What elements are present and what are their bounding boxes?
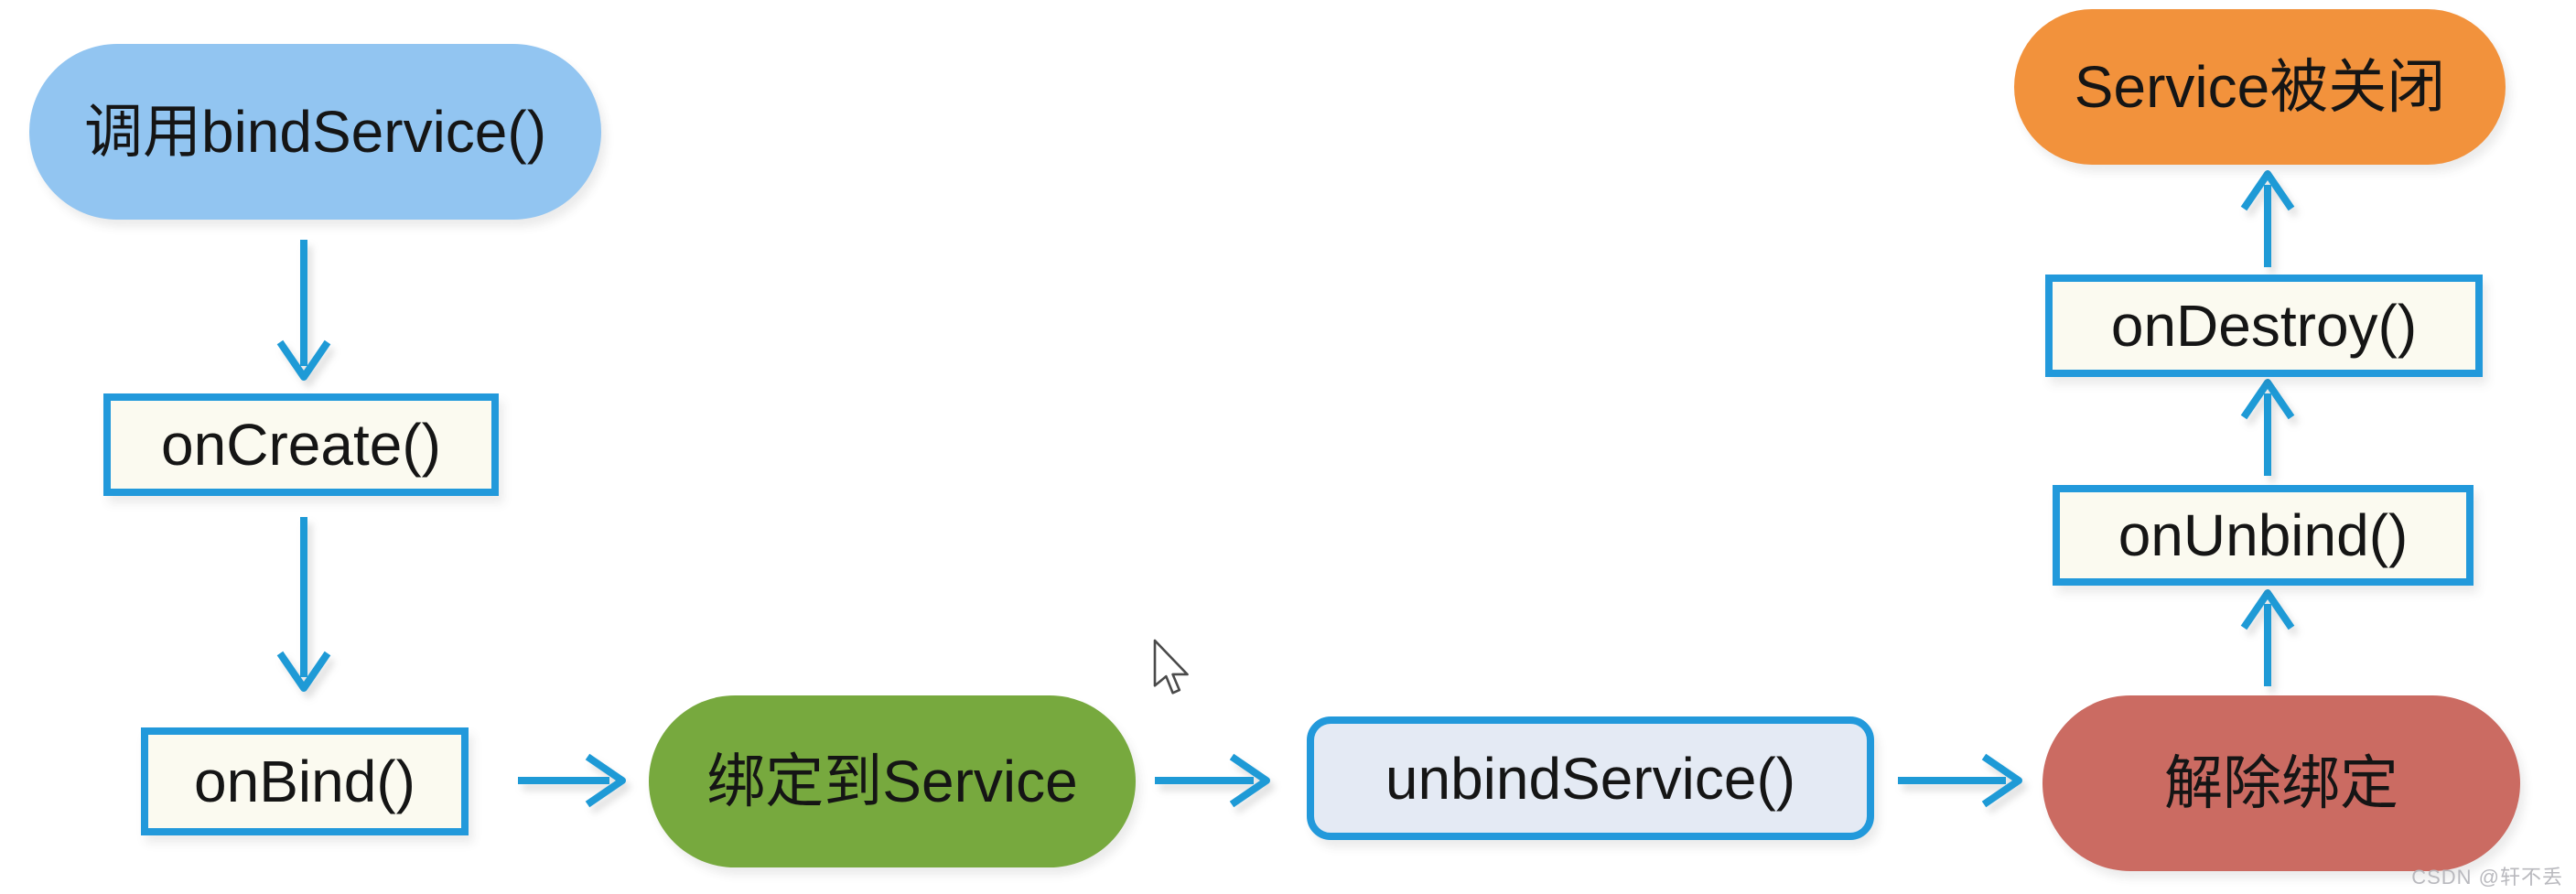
node-bound-to-service: 绑定到Service (649, 695, 1136, 867)
node-unbound-label: 解除绑定 (2164, 750, 2398, 816)
arrow-callbind-to-oncreate (276, 240, 331, 381)
node-on-unbind-label: onUnbind() (2118, 502, 2409, 568)
node-on-bind: onBind() (141, 727, 469, 835)
arrow-unbound-to-onunbind (2240, 589, 2295, 686)
arrow-onbind-to-bound (518, 753, 626, 808)
node-on-destroy: onDestroy() (2045, 275, 2483, 377)
node-on-create-label: onCreate() (161, 412, 441, 478)
node-unbind-service: unbindService() (1307, 716, 1874, 840)
node-on-create: onCreate() (103, 393, 499, 496)
csdn-watermark: CSDN @轩不丢 (2411, 866, 2563, 889)
node-on-unbind: onUnbind() (2053, 485, 2474, 586)
node-on-destroy-label: onDestroy() (2110, 293, 2418, 359)
arrow-bound-to-unbindservice (1155, 753, 1270, 808)
node-on-bind-label: onBind() (194, 749, 415, 814)
arrow-ondestroy-to-closed (2240, 170, 2295, 267)
mouse-cursor-icon (1153, 639, 1189, 695)
node-call-bind-service: 调用bindService() (29, 44, 601, 220)
node-service-closed: Service被关闭 (2014, 9, 2506, 165)
node-unbind-service-label: unbindService() (1385, 745, 1796, 812)
node-call-bind-service-label: 调用bindService() (83, 99, 547, 165)
node-unbound: 解除绑定 (2042, 695, 2520, 871)
arrow-unbindservice-to-unbound (1898, 753, 2022, 808)
arrow-oncreate-to-onbind (276, 517, 331, 692)
node-bound-to-service-label: 绑定到Service (706, 749, 1078, 814)
node-service-closed-label: Service被关闭 (2074, 54, 2446, 120)
arrow-onunbind-to-ondestroy (2240, 379, 2295, 476)
